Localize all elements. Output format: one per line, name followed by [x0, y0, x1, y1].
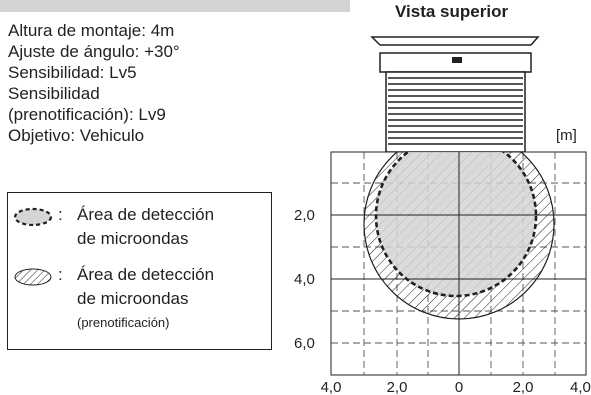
x-tick-label: 4,0 [570, 379, 591, 395]
legend-item-detection: : Área de detección de microondas [8, 203, 273, 255]
y-tick-label: 6,0 [294, 335, 315, 352]
header-bar [0, 0, 350, 12]
x-tick-label: 2,0 [387, 379, 408, 395]
y-tick-label: 4,0 [294, 271, 315, 288]
prenotification-sensitivity-value: (prenotificación): Lv9 [8, 105, 166, 124]
legend-item1-line1: Área de detección [77, 205, 215, 224]
legend-item2-line2: de microondas [77, 289, 189, 308]
unit-label: [m] [556, 127, 577, 144]
x-tick-label: 0 [455, 379, 463, 395]
mounting-height-text: Altura de montaje: 4m [8, 21, 175, 40]
legend-item2-line1: Área de detección [77, 265, 215, 284]
legend: : Área de detección de microondas : Área… [7, 192, 272, 350]
detection-area [374, 152, 538, 298]
x-tick-label: 4,0 [321, 379, 342, 395]
legend-colon: : [58, 265, 63, 284]
settings-list: Altura de montaje: 4m Ajuste de ángulo: … [8, 20, 318, 146]
sensor-device-icon [370, 36, 540, 153]
legend-colon: : [58, 205, 63, 224]
legend-item-prenotification: : Área de detección de microondas (preno… [8, 263, 273, 343]
hatched-ellipse-icon [14, 268, 52, 286]
legend-item1-line2: de microondas [77, 229, 189, 248]
sensitivity-text: Sensibilidad: Lv5 [8, 63, 137, 82]
diagram-title: Vista superior [395, 2, 509, 21]
y-tick-label: 2,0 [294, 207, 315, 224]
target-text: Objetivo: Vehiculo [8, 126, 145, 145]
gray-dashed-ellipse-icon [13, 207, 53, 227]
prenotification-sensitivity-label: Sensibilidad [8, 84, 100, 103]
legend-item2-line3: (prenotificación) [77, 315, 170, 330]
x-tick-label: 2,0 [513, 379, 534, 395]
angle-adjust-text: Ajuste de ángulo: +30° [8, 42, 180, 61]
